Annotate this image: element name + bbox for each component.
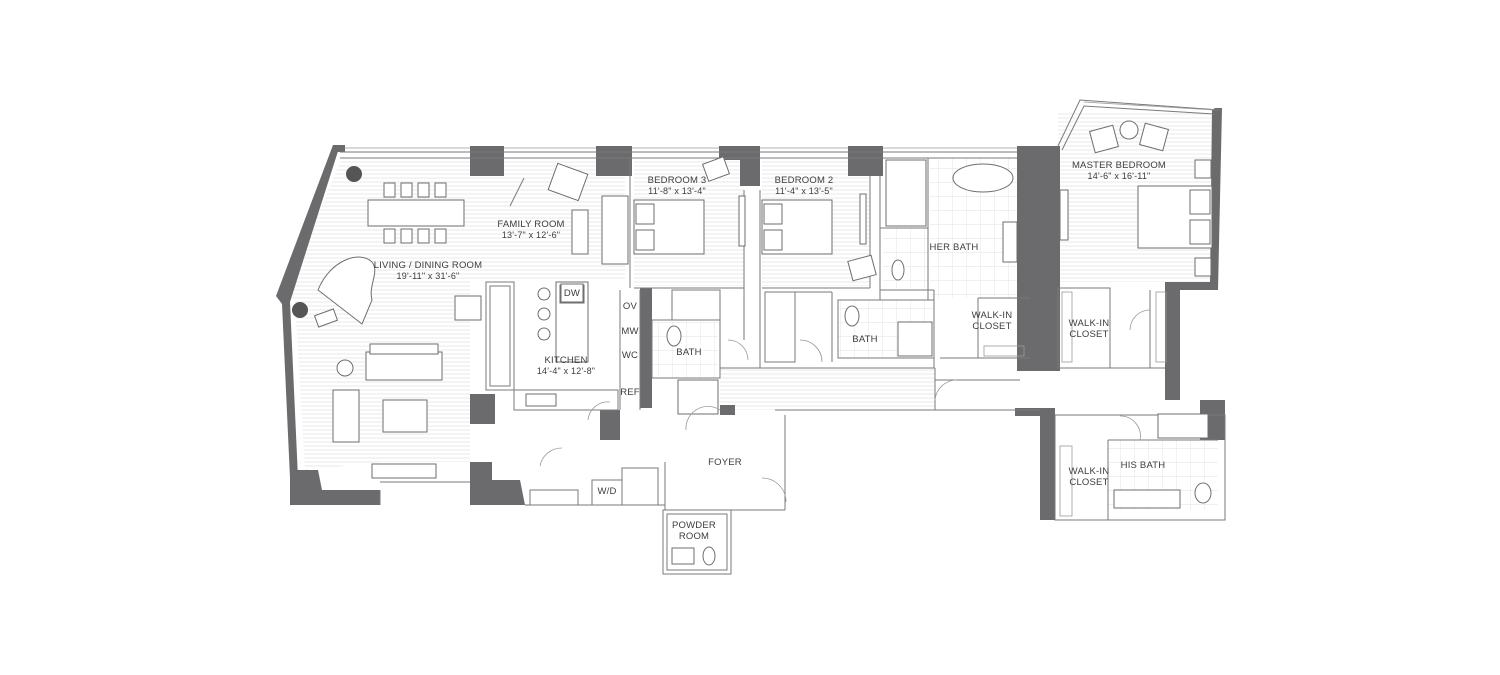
label-wc: WC <box>622 350 638 361</box>
label-bath-a: BATH <box>676 347 701 358</box>
label-wic-master-1: WALK-IN <box>1069 318 1110 329</box>
label-family: FAMILY ROOM <box>497 219 564 230</box>
label-ref: REF <box>620 387 640 398</box>
label-wic-master-2: CLOSET <box>1069 329 1108 340</box>
dim-bedroom2: 11'-4" x 13'-5" <box>775 186 833 196</box>
label-powder-1: POWDER <box>672 520 716 531</box>
label-powder-2: ROOM <box>679 531 709 542</box>
dim-bedroom3: 11'-8" x 13'-4" <box>648 186 706 196</box>
dim-kitchen: 14'-4" x 12'-8" <box>537 366 595 376</box>
label-dishwasher: DW <box>564 288 580 299</box>
label-wic-his-2: CLOSET <box>1069 477 1108 488</box>
label-wic-his-1: WALK-IN <box>1069 466 1110 477</box>
label-bath-b: BATH <box>852 334 877 345</box>
label-ov: OV <box>623 301 638 312</box>
room-labels: LIVING / DINING ROOM 19'-11" x 31'-6" FA… <box>374 160 1166 542</box>
windows <box>345 101 1215 149</box>
label-his-bath: HIS BATH <box>1121 460 1166 471</box>
label-her-bath: HER BATH <box>930 242 979 253</box>
label-master: MASTER BEDROOM <box>1072 160 1166 171</box>
label-mw: MW <box>621 326 638 337</box>
dim-family: 13'-7" x 12'-6" <box>502 230 560 240</box>
partitions <box>340 99 1226 575</box>
doors <box>539 309 1151 503</box>
dim-master: 14'-6" x 16'-11" <box>1088 171 1151 181</box>
walls <box>276 108 1225 520</box>
label-bedroom2: BEDROOM 2 <box>775 175 834 186</box>
label-bedroom3: BEDROOM 3 <box>648 175 707 186</box>
label-foyer: FOYER <box>708 457 742 468</box>
dim-living: 19'-11" x 31'-6" <box>397 271 460 281</box>
label-living: LIVING / DINING ROOM <box>374 260 483 271</box>
label-wic-her-2: CLOSET <box>972 321 1011 332</box>
label-wic-her-1: WALK-IN <box>972 310 1013 321</box>
label-kitchen: KITCHEN <box>544 355 587 366</box>
label-laundry: W/D <box>597 486 616 497</box>
furniture <box>292 120 1213 566</box>
dining-chairs <box>383 182 447 244</box>
